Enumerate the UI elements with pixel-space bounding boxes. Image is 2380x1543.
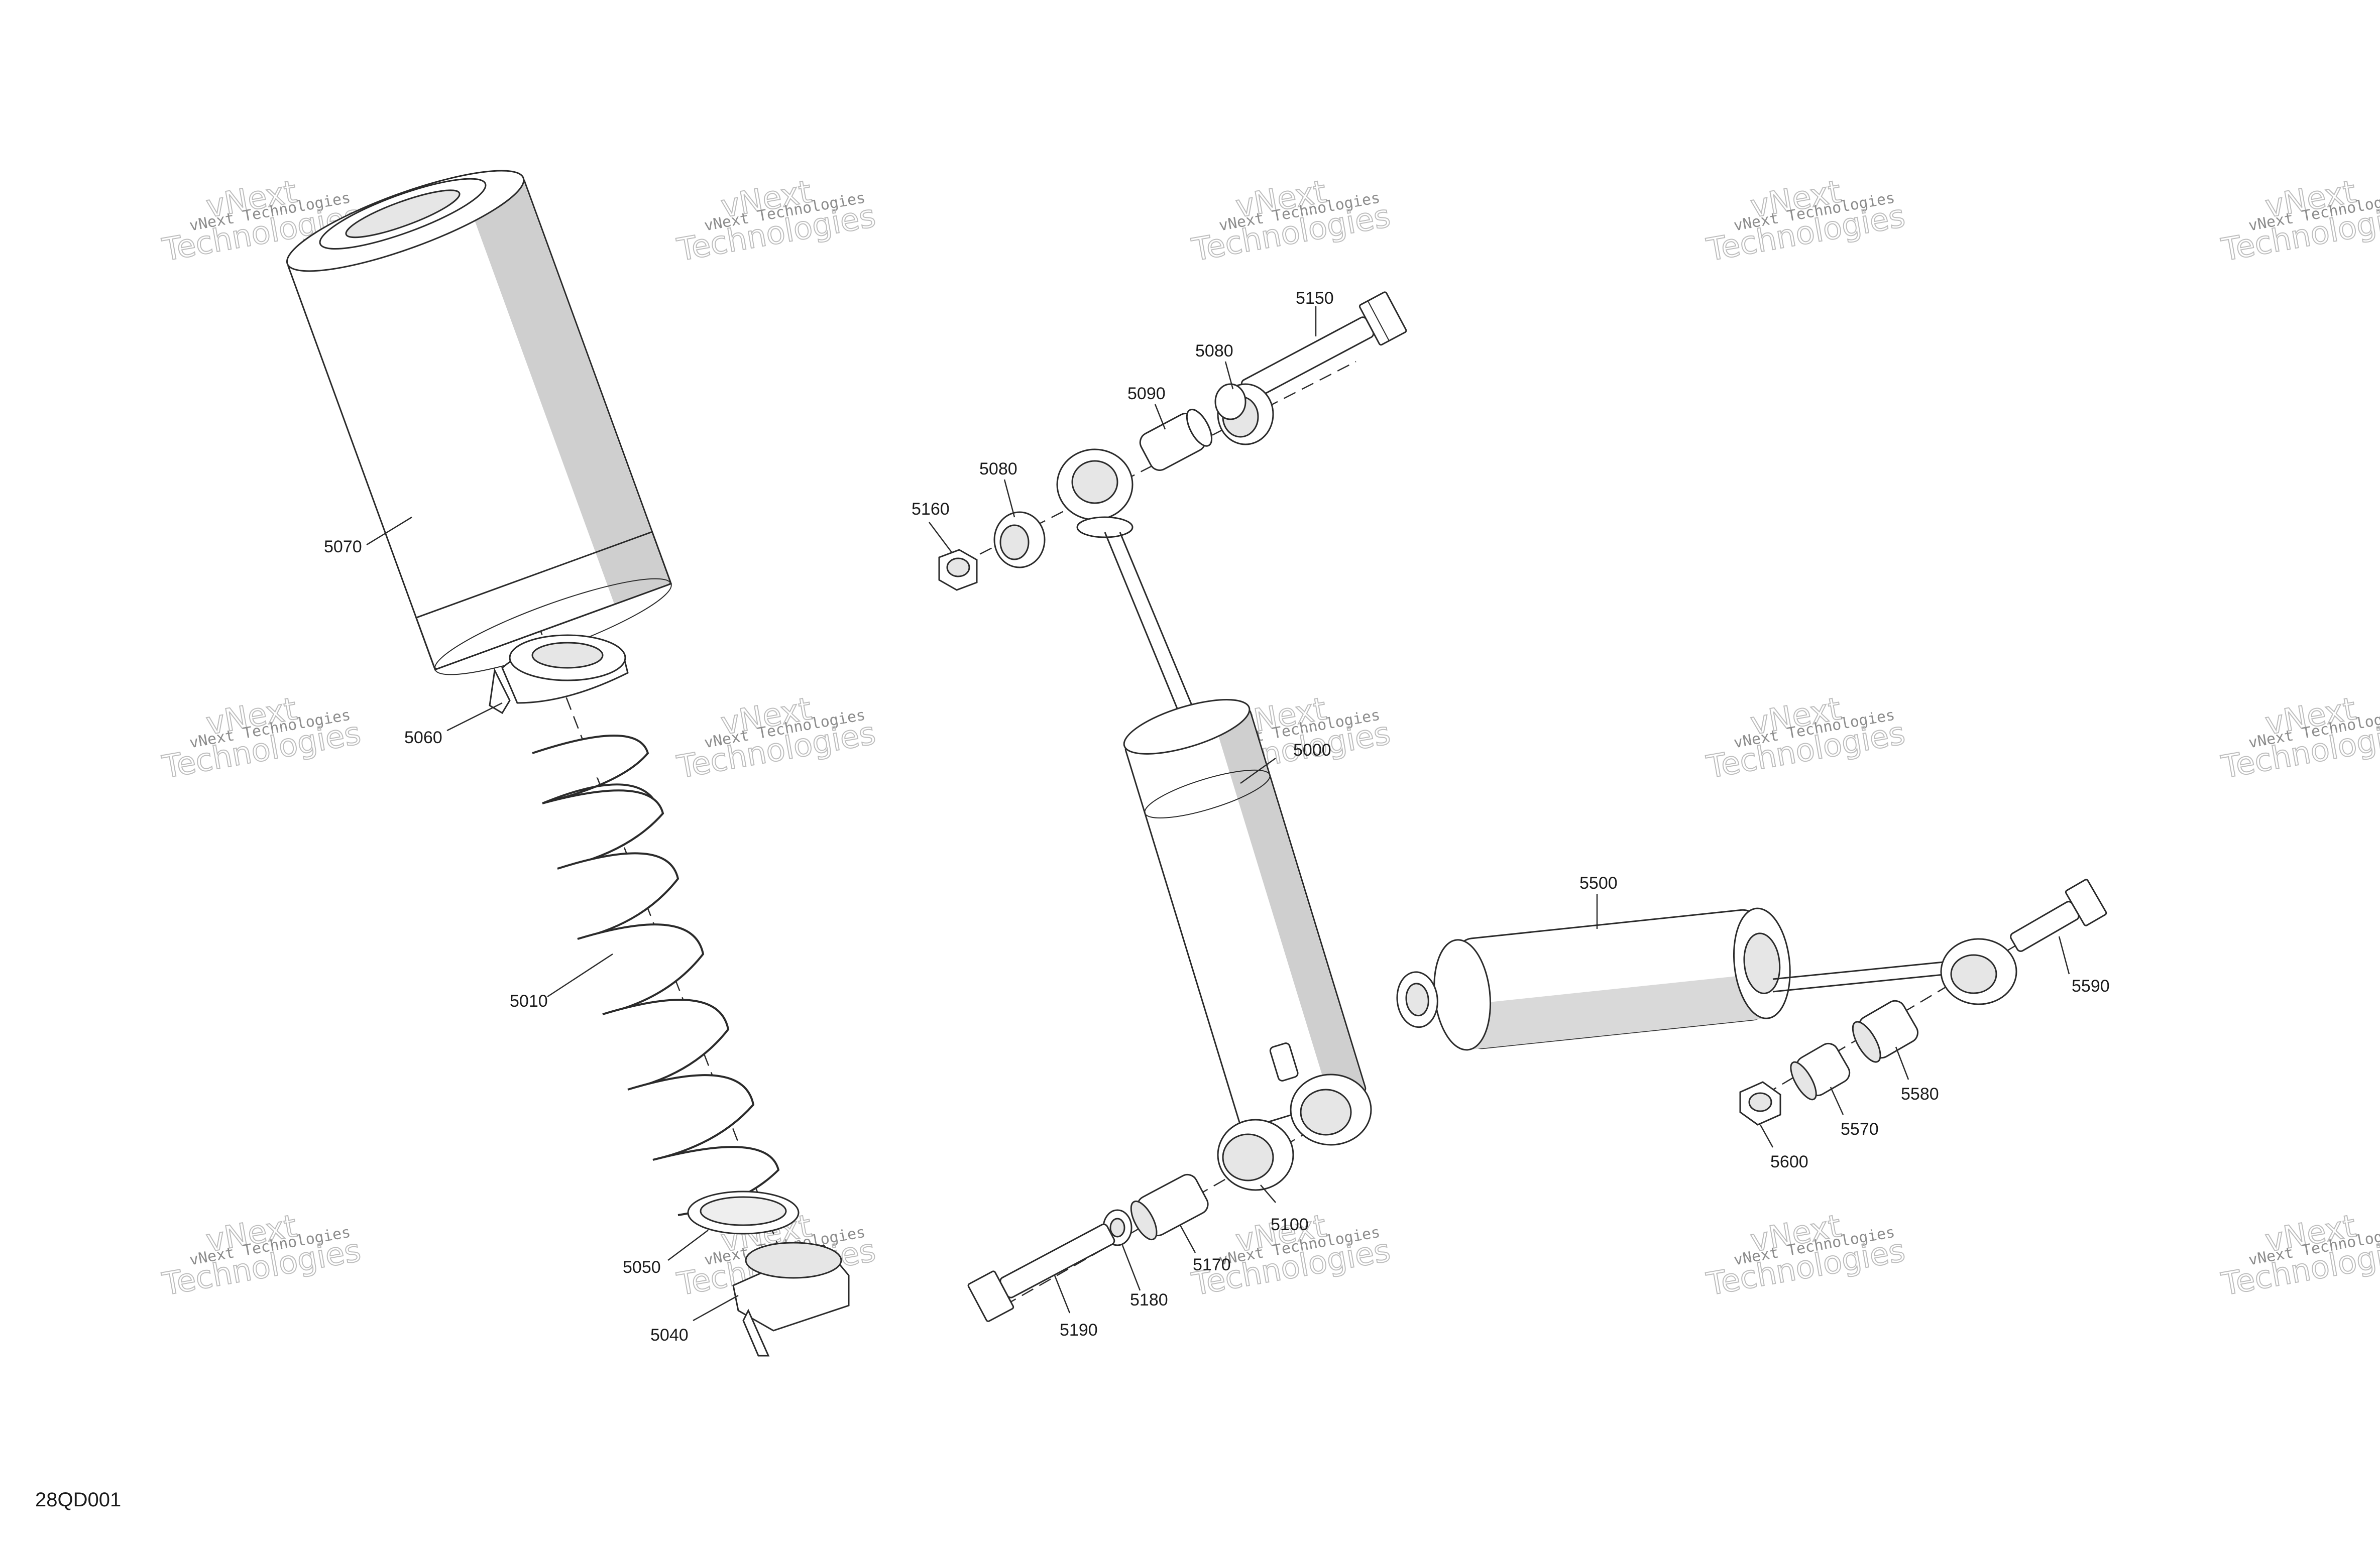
shock-upper-eye [1056,448,1134,538]
shock-shaft [1104,532,1201,729]
middle-shock-assembly [938,291,1407,1322]
callout-5010: 5010 [510,992,548,1011]
left-spring-assembly [286,170,850,1357]
bushing-5100 [1217,1119,1294,1191]
callout-5190: 5190 [1060,1321,1098,1340]
callout-5070: 5070 [324,537,362,556]
callout-5600: 5600 [1770,1152,1808,1171]
shock-body-5500 [1396,907,1791,1051]
callout-5090: 5090 [1127,384,1166,403]
shock-rod-5500 [1772,961,1949,993]
bolt-5150 [1240,291,1407,401]
sleeve-5580 [1852,1000,1918,1063]
spring-seat-5060 [489,634,629,715]
callout-5150: 5150 [1296,289,1334,308]
sleeve-5170 [1130,1173,1209,1241]
callout-5080-lower: 5080 [979,459,1017,479]
bushing-5080-lower [993,511,1046,568]
callout-5060: 5060 [404,728,442,747]
diagram-id: 28QD001 [35,1489,121,1511]
coil-spring-5010 [532,735,780,1216]
nut-5600 [1739,1081,1781,1126]
upper-hardware-axis [944,361,1356,573]
callout-5580: 5580 [1901,1085,1939,1104]
washer-5050 [687,1191,800,1235]
callout-5590: 5590 [2072,977,2110,996]
callout-5180: 5180 [1130,1290,1168,1310]
sleeve-5090 [1139,409,1213,471]
leader-lines [366,306,2070,1322]
sleeve-5570 [1790,1042,1851,1101]
callout-5170: 5170 [1193,1255,1231,1274]
callout-5080-upper: 5080 [1195,341,1233,361]
callout-5570: 5570 [1841,1120,1879,1139]
callout-5100: 5100 [1271,1215,1309,1234]
nut-5160 [938,549,978,591]
callout-5040: 5040 [650,1326,689,1345]
spring-cover-5070 [286,170,672,675]
bolt-5190 [967,1223,1115,1322]
shock-body-5000 [1123,699,1367,1130]
spring-adjuster-5040 [732,1242,850,1357]
callout-5500: 5500 [1579,874,1618,893]
callout-5160: 5160 [912,500,950,519]
part-callouts: 5070 5060 5010 5050 5040 5150 5080 5090 … [324,289,2110,1345]
bushing-5080-upper [1214,383,1274,445]
bolt-5590 [2010,879,2107,952]
callout-5000: 5000 [1293,741,1331,760]
right-shock-assembly [1396,879,2107,1126]
shock-lower-eye [1290,1074,1372,1146]
shock-eye-5500 [1940,938,2017,1005]
callout-5050: 5050 [623,1258,661,1277]
